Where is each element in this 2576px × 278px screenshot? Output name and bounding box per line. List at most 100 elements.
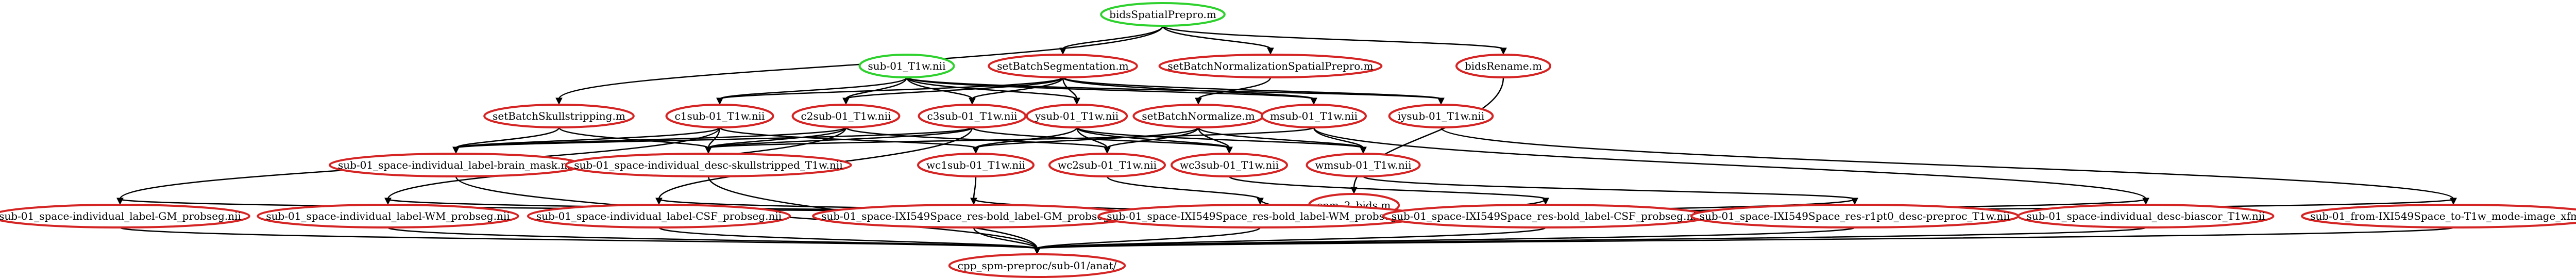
node-setBatchSegmentation[interactable]: setBatchSegmentation.m	[988, 54, 1138, 78]
edge-line	[1076, 126, 1364, 149]
edge-ysub-to-wc3sub	[1076, 127, 1233, 154]
edge-c1sub-to-wc1sub	[719, 126, 979, 154]
edge-setBatchNormalize-to-wc2sub	[1104, 127, 1199, 154]
edge-c3sub-to-brainmask	[452, 126, 973, 154]
edge-setBatchSegmentation-to-c3sub	[969, 77, 1064, 105]
edge-line	[971, 77, 1064, 100]
node-setBatchNormalize[interactable]: setBatchNormalize.m	[1132, 104, 1264, 128]
node-ellipse	[1025, 104, 1128, 128]
edge-iysub-to-xfm	[1440, 127, 2457, 205]
edge-setBatchSegmentation-to-c1sub	[716, 76, 1064, 105]
node-label: cpp_spm-preproc/sub-01/anat/	[958, 259, 1117, 272]
edge-line	[1440, 127, 2454, 200]
node-ixiWM[interactable]: sub-01_space-IXI549Space_res-bold_label-…	[1097, 204, 1423, 228]
node-c1sub[interactable]: c1sub-01_T1w.nii	[665, 104, 774, 128]
node-ellipse	[791, 104, 901, 128]
edge-line	[1036, 226, 1261, 250]
edge-arrowhead	[969, 97, 976, 105]
node-ellipse	[483, 104, 635, 128]
node-setBatchSkullstripping[interactable]: setBatchSkullstripping.m	[483, 104, 635, 128]
edge-c2sub-to-brainmask	[452, 126, 847, 154]
edge-setBatchNormalize-to-wc3sub	[1197, 127, 1233, 154]
edge-line	[1197, 127, 1364, 149]
edge-indWM-to-cpp	[387, 226, 1041, 255]
edge-arrowhead	[1360, 146, 1367, 154]
node-skullstripped[interactable]: sub-01_space-individual_desc-skullstripp…	[565, 153, 852, 177]
node-xfm[interactable]: sub-01_from-IXI549Space_to-T1w_mode-imag…	[2301, 204, 2576, 228]
edge-msub-to-skullstripped	[705, 126, 1315, 154]
node-indWM[interactable]: sub-01_space-individual_label-WM_probseg…	[257, 204, 519, 228]
node-label: sub-01_space-individual_desc-skullstripp…	[574, 159, 842, 171]
node-ixiT1w[interactable]: sub-01_space-IXI549Space_res-r1pt0_desc-…	[1690, 204, 2020, 228]
edge-line	[845, 77, 908, 100]
node-ellipse	[665, 104, 774, 128]
edge-line	[1162, 25, 1504, 50]
edge-arrowhead	[2142, 198, 2149, 205]
edge-raw-to-iysub	[906, 76, 1445, 105]
node-raw[interactable]: sub-01_T1w.nii	[858, 54, 955, 78]
node-label: sub-01_space-IXI549Space_res-r1pt0_desc-…	[1700, 210, 2010, 222]
node-c2sub[interactable]: c2sub-01_T1w.nii	[791, 104, 901, 128]
edge-arrowhead	[705, 146, 712, 154]
edge-line	[1362, 175, 1856, 200]
edge-arrowhead	[116, 198, 124, 205]
node-wc2sub[interactable]: wc2sub-01_T1w.nii	[1048, 153, 1166, 177]
node-ixiCSF[interactable]: sub-01_space-IXI549Space_res-bold_label-…	[1382, 204, 1709, 228]
edge-line	[455, 127, 560, 149]
node-biascor[interactable]: sub-01_space-individual_desc-biascor_T1w…	[2017, 204, 2275, 228]
node-iysub[interactable]: iysub-01_T1w.nii	[1388, 104, 1494, 128]
node-indGM[interactable]: sub-01_space-individual_label-GM_probseg…	[0, 204, 250, 228]
edge-line	[1036, 226, 2454, 250]
edge-arrowhead	[452, 146, 460, 154]
edge-line	[973, 176, 977, 200]
edge-setBatchSegmentation-to-ysub	[1062, 77, 1080, 105]
node-msub[interactable]: msub-01_T1w.nii	[1261, 104, 1367, 128]
node-label: setBatchNormalizationSpatialPrepro.m	[1168, 60, 1374, 72]
node-ellipse	[1388, 104, 1494, 128]
node-wc1sub[interactable]: wc1sub-01_T1w.nii	[917, 153, 1035, 177]
edge-bidsSpatialPrepro-to-bidsRename	[1162, 25, 1507, 55]
node-ellipse	[257, 204, 519, 228]
node-ellipse	[527, 204, 791, 228]
edge-wmsub-to-ixiT1w	[1362, 175, 1858, 205]
edge-line	[658, 226, 1038, 250]
node-ellipse	[1261, 104, 1367, 128]
edge-arrowhead	[1226, 146, 1233, 154]
node-wmsub[interactable]: wmsub-01_T1w.nii	[1306, 153, 1421, 177]
edge-line	[387, 226, 1038, 250]
node-ellipse	[988, 54, 1138, 78]
node-ellipse	[565, 153, 852, 177]
edge-arrowhead	[1542, 198, 1549, 205]
node-label: c3sub-01_T1w.nii	[927, 110, 1018, 122]
edge-line	[1197, 127, 1230, 149]
edge-arrowhead	[1033, 247, 1041, 255]
node-label: wc3sub-01_T1w.nii	[1180, 159, 1279, 171]
edge-line	[1313, 127, 1364, 149]
node-brainmask[interactable]: sub-01_space-individual_label-brain_mask…	[328, 153, 584, 177]
edge-msub-to-wmsub	[1313, 127, 1367, 154]
node-bidsSpatialPrepro[interactable]: bidsSpatialPrepro.m	[1100, 2, 1226, 27]
edge-line	[1162, 25, 1272, 50]
node-label: wmsub-01_T1w.nii	[1315, 159, 1411, 171]
node-ellipse	[1455, 54, 1552, 78]
node-c3sub[interactable]: c3sub-01_T1w.nii	[918, 104, 1027, 128]
node-setBatchNormSP[interactable]: setBatchNormalizationSpatialPrepro.m	[1158, 54, 1383, 78]
node-cpp[interactable]: cpp_spm-preproc/sub-01/anat/	[948, 253, 1126, 278]
node-wc3sub[interactable]: wc3sub-01_T1w.nii	[1170, 153, 1289, 177]
edge-arrowhead	[1310, 97, 1317, 105]
node-label: wc1sub-01_T1w.nii	[926, 159, 1025, 171]
node-ixiGM[interactable]: sub-01_space-IXI549Space_res-bold_label-…	[812, 204, 1136, 228]
node-bidsRename[interactable]: bidsRename.m	[1455, 54, 1552, 78]
node-ysub[interactable]: ysub-01_T1w.nii	[1025, 104, 1128, 128]
node-ellipse	[1170, 153, 1289, 177]
node-label: sub-01_space-individual_label-GM_probseg…	[0, 210, 241, 222]
edge-arrowhead	[970, 198, 977, 205]
edge-setBatchSkullstripping-to-brainmask	[452, 127, 560, 154]
node-indCSF[interactable]: sub-01_space-individual_label-CSF_probse…	[527, 204, 791, 228]
node-label: ysub-01_T1w.nii	[1035, 110, 1118, 122]
edge-setBatchSegmentation-to-iysub	[1062, 76, 1445, 105]
node-label: bidsRename.m	[1465, 60, 1542, 72]
edge-arrowhead	[1104, 146, 1111, 154]
